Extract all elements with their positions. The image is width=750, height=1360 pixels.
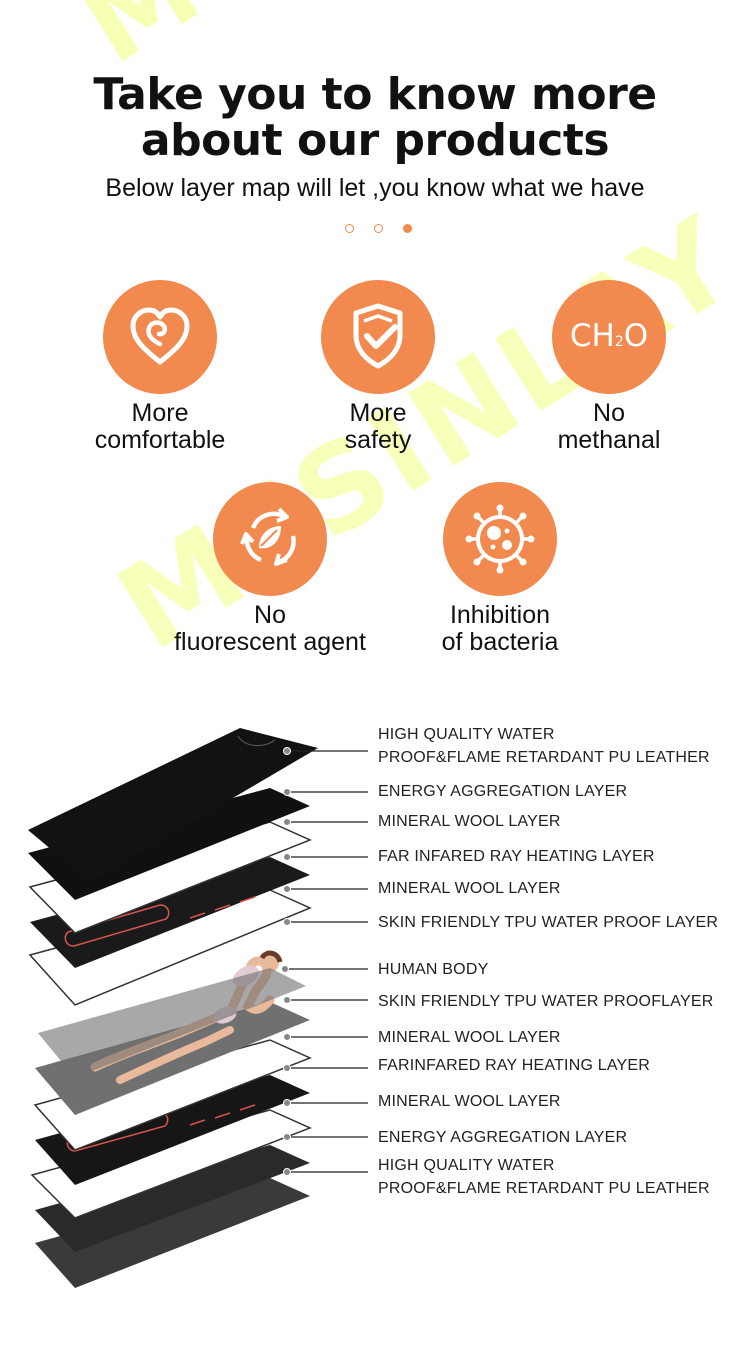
feature-inhibition-bacteria: Inhibition of bacteria	[385, 482, 615, 656]
page-subtitle: Below layer map will let ,you know what …	[105, 174, 645, 202]
title-line-1: Take you to know more	[93, 69, 657, 120]
feature-label-line1: No	[254, 601, 286, 629]
heart-swirl-icon	[103, 280, 217, 394]
layer-label-energy-top: ENERGY AGGREGATION LAYER	[378, 783, 628, 800]
layer-sheet-pu-leather-bottom	[35, 1178, 310, 1288]
layer-label-tpu-top: SKIN FRIENDLY TPU WATER PROOF LAYER	[378, 914, 719, 931]
layer-label-mineral-wool-1: MINERAL WOOL LAYER	[378, 813, 561, 830]
layer-sheet-pu-leather-top	[28, 728, 318, 882]
layer-sheet-energy-bottom	[35, 1145, 310, 1252]
layer-label-tpu-bottom: SKIN FRIENDLY TPU WATER PROOFLAYER	[378, 993, 714, 1010]
leaf-recycle-icon	[213, 482, 327, 596]
carousel-dot[interactable]	[345, 224, 354, 233]
layer-label-heating-top: FAR INFARED RAY HEATING LAYER	[378, 848, 655, 865]
ch2o-text-o: O	[623, 318, 649, 354]
layer-stack-illustration	[28, 728, 368, 1288]
carousel-dot[interactable]	[374, 224, 383, 233]
layer-label-mineral-wool-3: MINERAL WOOL LAYER	[378, 1029, 561, 1046]
layer-label-line2: PROOF&FLAME RETARDANT PU LEATHER	[378, 749, 710, 766]
feature-label-line1: Inhibition	[449, 601, 551, 629]
bacteria-icon	[443, 482, 557, 596]
layer-label-human-body: HUMAN BODY	[378, 961, 489, 978]
feature-label-line2: of bacteria	[441, 628, 559, 656]
ch2o-icon: CH2O	[552, 280, 666, 394]
feature-label-line1: More	[131, 399, 189, 427]
feature-no-fluorescent: No fluorescent agent	[155, 482, 385, 656]
ch2o-text: CH	[569, 318, 615, 354]
layer-label-pu-leather-top: HIGH QUALITY WATER PROOF&FLAME RETARDANT…	[378, 723, 710, 769]
layer-label-energy-bottom: ENERGY AGGREGATION LAYER	[378, 1129, 628, 1146]
feature-comfortable: More comfortable	[45, 280, 275, 454]
carousel-dot-active[interactable]	[403, 224, 412, 233]
layer-label-line1: HIGH QUALITY WATER	[378, 1157, 555, 1174]
feature-label-line1: More	[349, 399, 407, 427]
layer-diagram: HIGH QUALITY WATER PROOF&FLAME RETARDANT…	[0, 700, 750, 1320]
carousel-indicator	[345, 224, 415, 236]
feature-label-line1: No	[593, 399, 625, 427]
page-title: Take you to know more about our products	[0, 72, 750, 164]
feature-label-line2: fluorescent agent	[174, 628, 366, 656]
title-line-2: about our products	[140, 115, 610, 166]
layer-label-line2: PROOF&FLAME RETARDANT PU LEATHER	[378, 1180, 710, 1197]
layer-label-pu-leather-bottom: HIGH QUALITY WATER PROOF&FLAME RETARDANT…	[378, 1154, 710, 1200]
layer-sheet-heating-top	[30, 857, 310, 968]
layer-label-line1: HIGH QUALITY WATER	[378, 726, 555, 743]
feature-label-line2: comfortable	[94, 426, 226, 454]
feature-label-line2: safety	[344, 426, 412, 454]
feature-label-line2: methanal	[557, 426, 661, 454]
layer-sheet-heating-bottom	[35, 1075, 310, 1185]
ch2o-subscript: 2	[614, 334, 624, 350]
feature-no-methanal: CH2O No methanal	[494, 280, 724, 454]
layer-label-mineral-wool-2: MINERAL WOOL LAYER	[378, 880, 561, 897]
shield-check-icon	[321, 280, 435, 394]
feature-safety: More safety	[263, 280, 493, 454]
layer-sheet-tpu-top	[38, 968, 306, 1078]
layer-label-mineral-wool-4: MINERAL WOOL LAYER	[378, 1093, 561, 1110]
layer-label-heating-bottom: FARINFARED RAY HEATING LAYER	[378, 1057, 651, 1074]
